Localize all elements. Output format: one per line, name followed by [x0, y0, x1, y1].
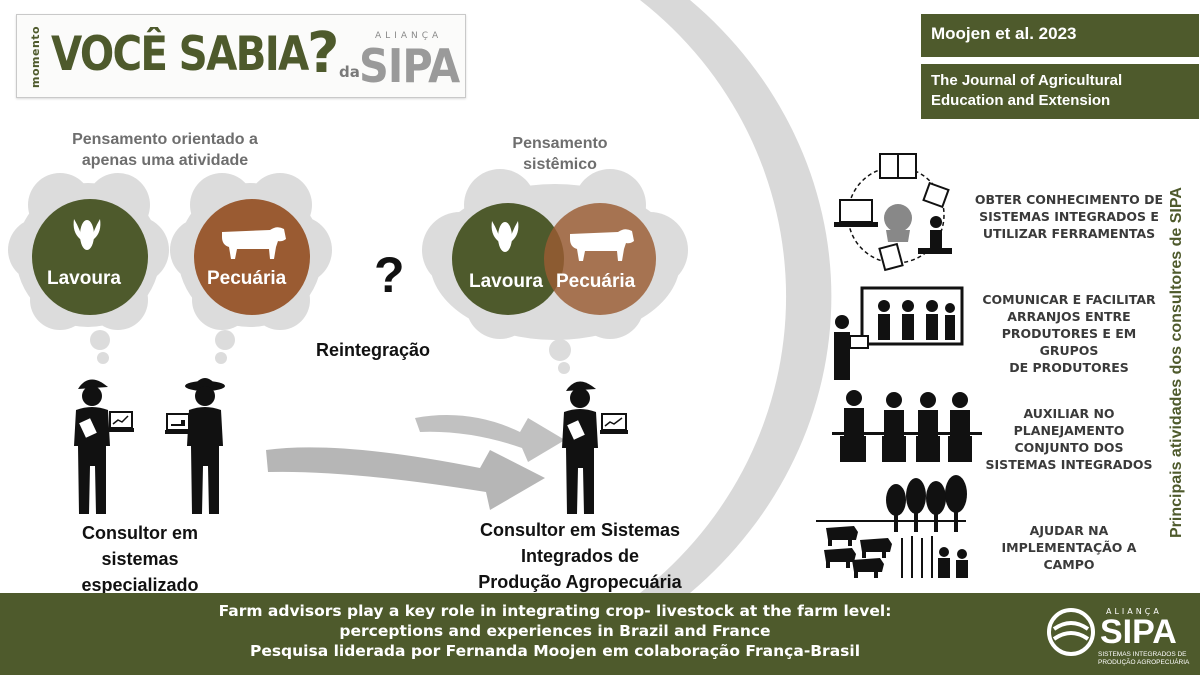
center-consultant-line-1: Consultor em Sistemas [479, 520, 681, 540]
trees-icon [886, 475, 967, 532]
header-title: VOCÊ SABIA [51, 27, 309, 82]
person-desk-icon [918, 216, 952, 254]
circle-crop-left [32, 199, 148, 315]
left-heading: Pensamento orientado a apenas uma ativid… [40, 129, 290, 171]
label-livestock-left: Pecuária [207, 268, 287, 289]
citation-journal: The Journal of Agricultural Education an… [921, 64, 1199, 119]
center-heading: Pensamento sistêmico [470, 133, 650, 175]
consultant-figure-left-2 [165, 378, 225, 514]
label-crop-left: Lavoura [47, 268, 121, 289]
center-heading-line-2: sistêmico [523, 156, 597, 173]
brain-head-icon [884, 204, 912, 242]
activity-3-line-2: PLANEJAMENTO [1013, 423, 1125, 438]
center-consultant-line-2: Integrados de [520, 546, 640, 566]
center-consultant-line-3: Produção Agropecuária [478, 572, 682, 592]
consultant-figure-left [74, 379, 134, 514]
header-da: da [339, 63, 360, 81]
left-consultant-line-2: sistemas [101, 549, 179, 569]
footer-text: Farm advisors play a key role in integra… [140, 601, 970, 661]
activity-1-line-2: SISTEMAS INTEGRADOS E [979, 209, 1159, 224]
activity-4-line-2: IMPLEMENTAÇÃO A [1001, 540, 1137, 555]
circles-integrated [452, 203, 656, 315]
activity-3-line-4: SISTEMAS INTEGRADOS [985, 457, 1153, 472]
left-heading-line-2: apenas uma atividade [81, 152, 249, 169]
corn-icon-center [491, 221, 519, 252]
activity-1-line-3: UTILIZAR FERRAMENTAS [982, 226, 1156, 241]
footer-logo-sub-2: PRODUÇÃO AGROPECUÁRIA [1098, 659, 1190, 666]
book-icon [879, 153, 917, 179]
corn-icon [73, 219, 101, 250]
people-field-icon [938, 547, 968, 578]
cow-icon [222, 227, 286, 259]
activity-communication-illustration [834, 286, 964, 380]
header-question-mark: ? [307, 21, 340, 86]
activity-4-text: AJUDAR NA IMPLEMENTAÇÃO A CAMPO [972, 522, 1166, 573]
activity-4-line-1: AJUDAR NA [1029, 523, 1109, 538]
activity-4-line-3: CAMPO [1043, 557, 1095, 572]
question-mark: ? [374, 247, 405, 303]
footer: Farm advisors play a key role in integra… [0, 593, 1200, 675]
left-consultant-line-1: Consultor em [81, 523, 198, 543]
activity-implementation-illustration [816, 475, 968, 578]
label-crop-center: Lavoura [469, 271, 543, 292]
consultant-figure-center [562, 381, 628, 514]
citation-authors: Moojen et al. 2023 [921, 14, 1199, 57]
center-consultant-label: Consultor em Sistemas Integrados de Prod… [455, 517, 705, 595]
activity-1-text: OBTER CONHECIMENTO DE SISTEMAS INTEGRADO… [972, 191, 1166, 242]
activity-3-line-3: CONJUNTO DOS [1014, 440, 1124, 455]
activity-2-line-2: ARRANJOS ENTRE [1007, 309, 1131, 324]
left-consultant-line-3: especializado [81, 575, 199, 595]
footer-line-1: Farm advisors play a key role in integra… [218, 602, 892, 620]
activity-3-line-1: AUXILIAR NO [1023, 406, 1115, 421]
activity-2-text: COMUNICAR E FACILITAR ARRANJOS ENTRE PRO… [972, 291, 1166, 376]
label-livestock-center: Pecuária [556, 271, 636, 292]
header-alianca: ALIANÇA [375, 31, 443, 41]
laptop-icon [834, 199, 878, 227]
circle-livestock-left [194, 199, 310, 315]
journal-line-2: Education and Extension [931, 92, 1111, 109]
footer-logo-sub-1: SISTEMAS INTEGRADOS DE [1098, 651, 1187, 658]
reintegration-label: Reintegração [316, 340, 431, 360]
activity-2-line-1: COMUNICAR E FACILITAR [982, 292, 1156, 307]
footer-logo-subtitle: SISTEMAS INTEGRADOS DE PRODUÇÃO AGROPECU… [1098, 651, 1198, 667]
journal-line-1: The Journal of Agricultural [931, 72, 1123, 89]
crops-icon [901, 536, 933, 578]
activity-1-line-1: OBTER CONHECIMENTO DE [974, 192, 1164, 207]
left-heading-line-1: Pensamento orientado a [72, 131, 258, 148]
activity-knowledge-illustration [834, 153, 952, 272]
footer-logo-alianca: ALIANÇA [1106, 607, 1162, 616]
cow-icon-center [570, 229, 634, 261]
footer-line-3: Pesquisa liderada por Fernanda Moojen em… [249, 642, 861, 660]
header-sipa: SIPA [359, 39, 460, 93]
activity-2-line-3: PRODUTORES E EM GRUPOS [1001, 326, 1137, 358]
footer-line-2: perceptions and experiences in Brazil an… [339, 622, 771, 640]
activities-title: Principais atividades dos consultores de… [1168, 187, 1185, 539]
clipboard-icon [922, 181, 950, 209]
activity-3-text: AUXILIAR NO PLANEJAMENTO CONJUNTO DOS SI… [972, 405, 1166, 473]
sipa-logo-icon [1047, 608, 1095, 656]
activity-planning-illustration [832, 390, 982, 462]
header-logo: momento VOCÊ SABIA ? da ALIANÇA SIPA [16, 14, 466, 98]
activity-2-line-4: DE PRODUTORES [1009, 360, 1129, 375]
left-consultant-label: Consultor em sistemas especializado [55, 520, 225, 598]
center-heading-line-1: Pensamento [512, 135, 608, 152]
footer-logo-sipa: SIPA [1100, 613, 1177, 651]
cattle-icon [824, 526, 892, 578]
tablet-icon [878, 242, 904, 272]
